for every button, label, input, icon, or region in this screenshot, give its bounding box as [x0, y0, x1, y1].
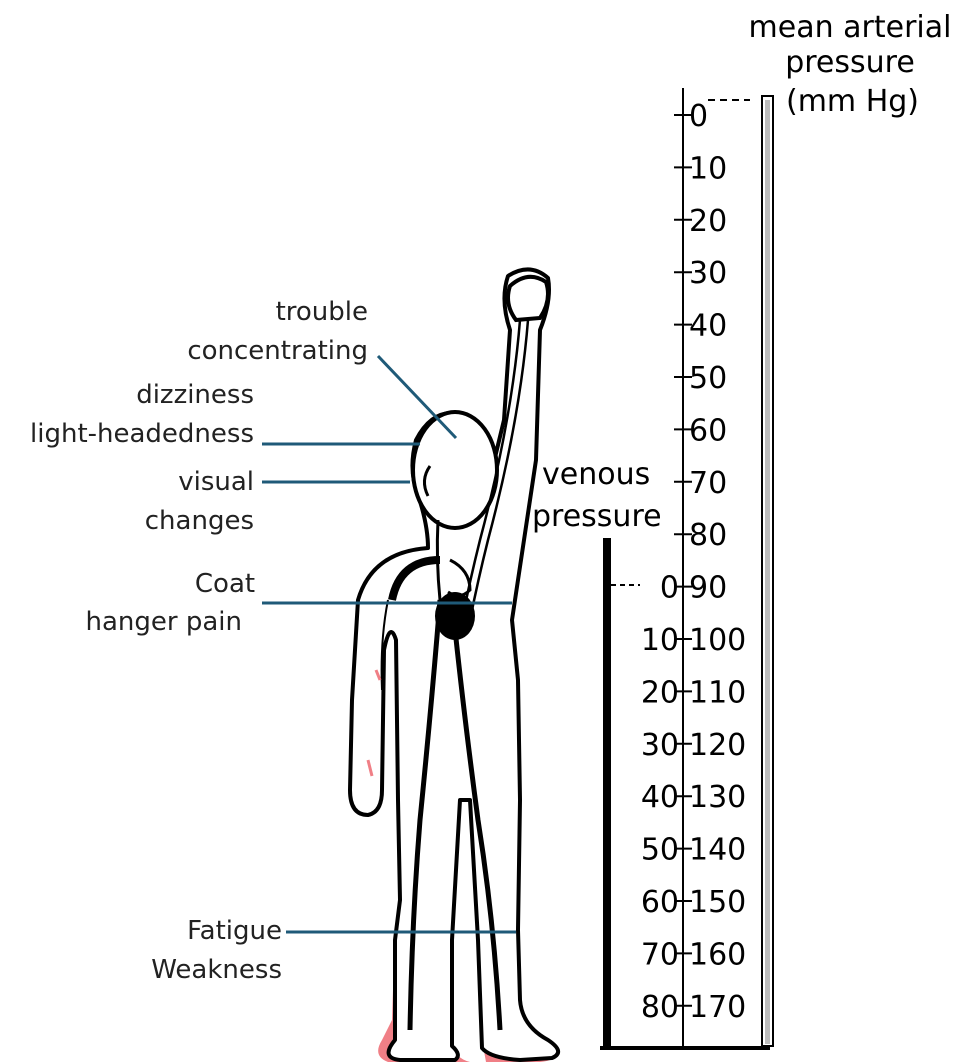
venous-tick-label: 50: [641, 833, 679, 868]
venous-tick-label: 70: [641, 937, 679, 972]
venous-bar: [603, 538, 611, 1048]
venous-title-line1: venous: [542, 460, 650, 490]
venous-tick-label: 80: [641, 990, 679, 1025]
figure-head: [413, 412, 497, 528]
arterial-tick-label: 40: [689, 309, 727, 344]
venous-tick-label: 60: [641, 885, 679, 920]
label-fatigue: Fatigue: [187, 918, 282, 944]
arterial-tick-label: 30: [689, 256, 727, 291]
arterial-tick-label: 150: [689, 885, 746, 920]
leader-concentrating: [378, 356, 456, 438]
venous-tick-label: 0: [660, 571, 679, 606]
venous-tick-label: 30: [641, 728, 679, 763]
label-coat: Coat: [150, 571, 300, 597]
arterial-tick-label: 10: [689, 151, 727, 186]
arterial-tick-label: 0: [689, 99, 708, 134]
arterial-title-line1: mean arterial: [735, 13, 965, 43]
label-changes: changes: [145, 508, 254, 534]
arterial-title-line3: (mm Hg): [786, 87, 919, 117]
heart: [435, 592, 475, 640]
label-light-headedness: light-headedness: [30, 421, 254, 447]
arterial-tick-label: 80: [689, 518, 727, 553]
label-visual: visual: [178, 469, 254, 495]
arterial-tick-label: 50: [689, 361, 727, 396]
arterial-tick-label: 60: [689, 413, 727, 448]
label-dizziness: dizziness: [136, 382, 254, 408]
arterial-tick-label: 70: [689, 466, 727, 501]
arterial-tick-label: 170: [689, 990, 746, 1025]
human-figure: [350, 269, 558, 1062]
arterial-tick-label: 160: [689, 937, 746, 972]
label-hanger-pain: hanger pain: [86, 609, 242, 635]
venous-tick-label: 40: [641, 780, 679, 815]
venous-ticks: 0 10 20 30 40 50 60 70 80: [641, 571, 679, 1025]
arterial-tick-label: 110: [689, 675, 746, 710]
arterial-tick-label: 120: [689, 728, 746, 763]
label-weakness: Weakness: [151, 957, 282, 983]
label-concentrating: concentrating: [187, 338, 368, 364]
venous-tick-label: 10: [641, 623, 679, 658]
label-trouble: trouble: [276, 299, 368, 325]
arterial-tick-label: 20: [689, 204, 727, 239]
arterial-tick-label: 90: [689, 571, 727, 606]
figure-fist: [508, 277, 548, 320]
venous-title-line2: pressure: [532, 502, 662, 532]
arterial-fill: [765, 100, 770, 1044]
arterial-title-line2: pressure: [735, 48, 965, 78]
arterial-tick-label: 130: [689, 780, 746, 815]
arterial-tick-label: 140: [689, 833, 746, 868]
venous-tick-label: 20: [641, 675, 679, 710]
arterial-tick-label: 100: [689, 623, 746, 658]
arterial-ticks: 0 10 20 30 40 50 60 70 80 90 100 110 120 130 140 150 160…: [674, 99, 746, 1025]
